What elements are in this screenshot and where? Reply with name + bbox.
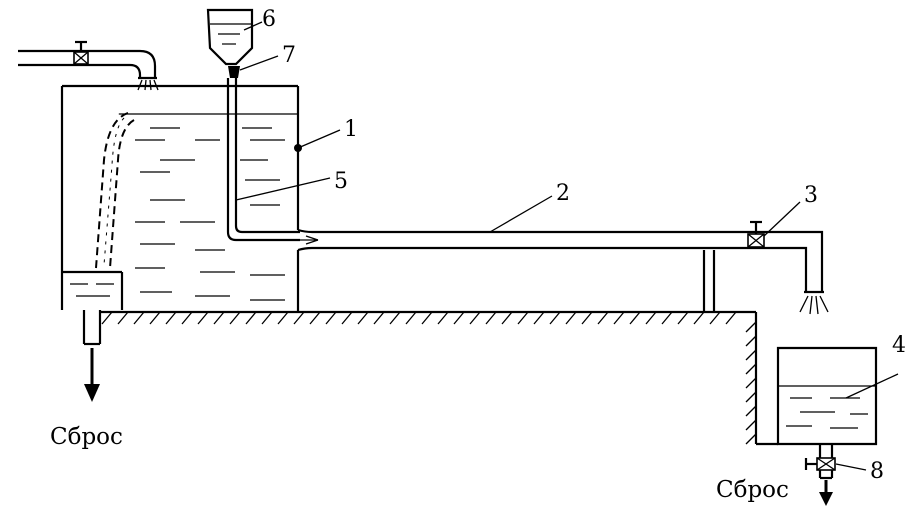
hatch-mark	[725, 311, 737, 325]
label-5: 5	[334, 169, 348, 194]
hatch-mark	[277, 311, 289, 325]
hatch-mark	[229, 311, 241, 325]
hatch-mark	[405, 311, 417, 325]
label-2: 2	[556, 181, 570, 206]
drain-valve-icon	[804, 457, 836, 471]
drain-caption-left: Сброс	[50, 424, 123, 450]
label-4: 4	[892, 333, 906, 358]
hatch-mark	[533, 311, 545, 325]
hatch-mark	[357, 311, 369, 325]
label-3: 3	[804, 183, 818, 208]
leader-lines	[235, 21, 899, 471]
floor-hatching	[101, 311, 757, 445]
right-drain-arrow-icon	[819, 480, 833, 506]
floor	[100, 310, 778, 446]
overflow-water-lines	[70, 283, 114, 297]
hatch-mark	[565, 311, 577, 325]
dye-valve-icon	[228, 66, 240, 78]
hatch-mark	[181, 311, 193, 325]
hatch-mark	[485, 311, 497, 325]
pipe-support	[702, 250, 716, 312]
test-pipe	[297, 228, 824, 294]
hatch-mark	[245, 311, 257, 325]
hatch-mark	[325, 311, 337, 325]
label-7: 7	[282, 43, 296, 68]
supply-valve-icon	[73, 40, 89, 65]
hatch-mark	[389, 311, 401, 325]
hatch-mark	[745, 391, 757, 403]
hatch-mark	[745, 363, 757, 375]
hatch-mark	[309, 311, 321, 325]
hatch-mark	[581, 311, 593, 325]
hatch-mark	[469, 311, 481, 325]
dye-injection-tube	[226, 78, 300, 242]
hatch-mark	[629, 311, 641, 325]
hatch-mark	[745, 321, 757, 333]
tank-water-lines	[135, 127, 285, 301]
hatch-mark	[117, 311, 129, 325]
hatch-mark	[165, 311, 177, 325]
outlet-valve-icon	[747, 220, 765, 248]
hatch-mark	[133, 311, 145, 325]
left-drain-arrow-icon	[84, 348, 100, 402]
hatch-mark	[197, 311, 209, 325]
hatch-mark	[437, 311, 449, 325]
measuring-tank	[776, 346, 878, 446]
hatch-mark	[677, 311, 689, 325]
hatch-mark	[693, 311, 705, 325]
hatch-mark	[501, 311, 513, 325]
label-1: 1	[344, 117, 358, 142]
hatch-mark	[101, 311, 113, 325]
hatch-mark	[517, 311, 529, 325]
hatch-mark	[597, 311, 609, 325]
hatch-mark	[661, 311, 673, 325]
hatch-mark	[293, 311, 305, 325]
hatch-mark	[421, 311, 433, 325]
outlet-spray	[799, 295, 829, 315]
hatch-mark	[745, 349, 757, 361]
hatch-mark	[745, 433, 757, 445]
label-8: 8	[870, 459, 884, 484]
hatch-mark	[745, 419, 757, 431]
hatch-mark	[709, 311, 721, 325]
left-drain-pipe	[82, 310, 102, 346]
hatch-mark	[213, 311, 225, 325]
hatch-mark	[745, 335, 757, 347]
hatch-mark	[341, 311, 353, 325]
overflow-stream	[95, 112, 135, 269]
hatch-mark	[613, 311, 625, 325]
hatch-mark	[261, 311, 273, 325]
hatch-mark	[745, 405, 757, 417]
hatch-mark	[745, 377, 757, 389]
drain-caption-right: Сброс	[716, 477, 789, 503]
dye-vessel	[206, 8, 254, 66]
hatch-mark	[453, 311, 465, 325]
hatch-mark	[373, 311, 385, 325]
label-6: 6	[262, 7, 276, 32]
hatch-mark	[645, 311, 657, 325]
hatch-mark	[149, 311, 161, 325]
hatch-mark	[549, 311, 561, 325]
head-tank	[60, 84, 300, 312]
